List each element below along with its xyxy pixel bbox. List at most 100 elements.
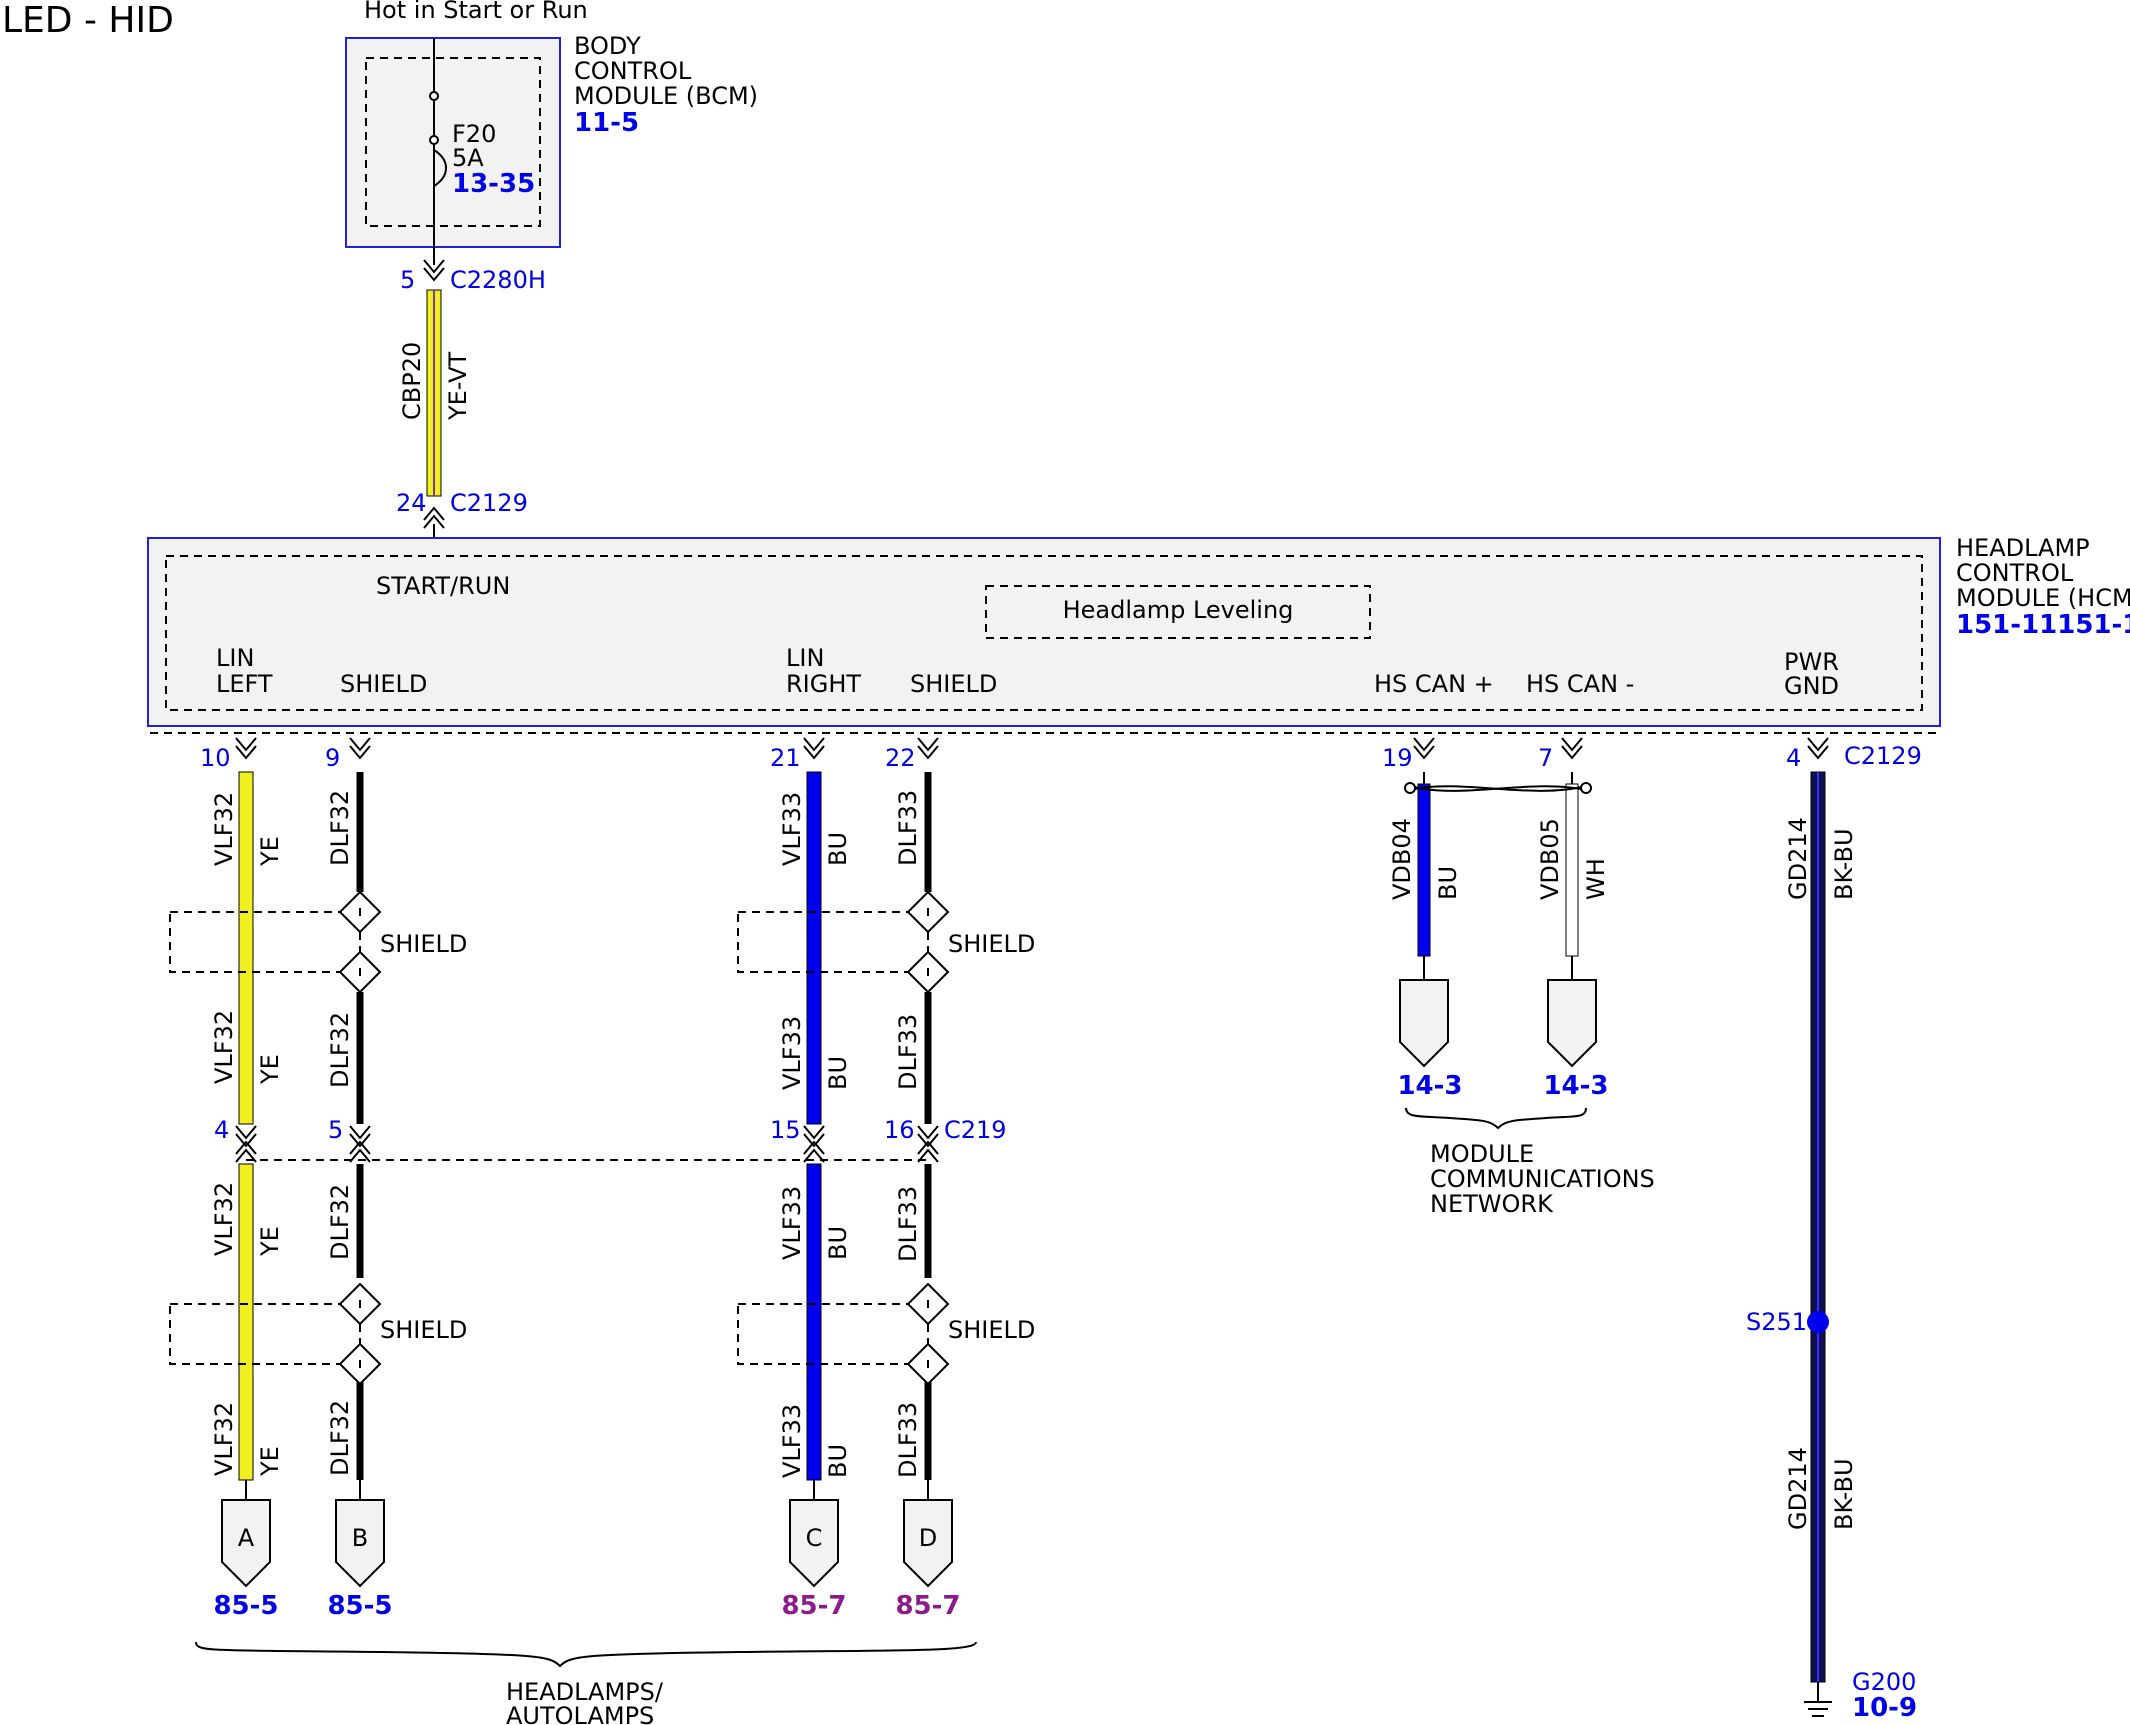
dlf33-label: DLF33 <box>894 1402 922 1478</box>
shield-diamond-icon <box>907 1283 949 1325</box>
can-plus-terminal <box>1399 979 1449 1067</box>
ground-ref[interactable]: 10-9 <box>1852 1693 1917 1723</box>
shield-2-label: SHIELD <box>910 670 997 698</box>
shield-left-lower-label: SHIELD <box>380 1316 467 1344</box>
bkbu-label: BK-BU <box>1830 828 1858 900</box>
shield-right-lower-label: SHIELD <box>948 1316 1035 1344</box>
bcm-inner-box <box>365 57 541 227</box>
lin-left-1: LIN <box>216 644 254 672</box>
c219-label: C219 <box>944 1116 1007 1144</box>
shield-box-left-upper <box>169 911 361 973</box>
shield-left-upper-label: SHIELD <box>380 930 467 958</box>
pin10-label: 10 <box>200 744 231 772</box>
c219-pin5-label: 5 <box>328 1116 343 1144</box>
fuse-symbol <box>433 149 447 187</box>
terminal-b-ref[interactable]: 85-5 <box>327 1591 392 1621</box>
shield-diamond-icon <box>339 891 381 933</box>
terminal-a-ref[interactable]: 85-5 <box>213 1591 278 1621</box>
bu-label: BU <box>824 832 852 866</box>
hcm-inner-box <box>165 555 1923 711</box>
shield-diamond-icon <box>339 951 381 993</box>
gd214-label: GD214 <box>1784 1447 1812 1530</box>
ye-label: YE <box>256 1446 284 1477</box>
can-plus-ref[interactable]: 14-3 <box>1397 1071 1462 1101</box>
lin-left-2: LEFT <box>216 670 273 698</box>
fuse-ref[interactable]: 13-35 <box>452 169 535 199</box>
dlf32-label: DLF32 <box>326 790 354 866</box>
c2129-bottom-label: C2129 <box>1844 742 1922 770</box>
ground-name: G200 <box>1852 1668 1916 1696</box>
twist-left-icon <box>1404 782 1416 794</box>
vlf33-label: VLF33 <box>778 1404 806 1478</box>
shield-diamond-icon <box>339 1283 381 1325</box>
fuse-rating: 5A <box>452 144 484 172</box>
wire-vdb05 <box>1565 783 1579 957</box>
dlf33-label: DLF33 <box>894 1186 922 1262</box>
shield-diamond-icon <box>339 1343 381 1385</box>
shield-diamond-icon <box>907 1343 949 1385</box>
vlf32-label: VLF32 <box>210 792 238 866</box>
wire-vlf33-upper <box>806 771 822 1125</box>
fuse-terminal-top <box>429 91 439 101</box>
ye-label: YE <box>256 1226 284 1257</box>
bu-label: BU <box>824 1444 852 1478</box>
hcm-ref[interactable]: 151-11151-12 <box>1956 610 2130 640</box>
shield-box-right-upper <box>737 911 929 973</box>
bu-label: BU <box>824 1056 852 1090</box>
wire-cbp20-circuit: CBP20 <box>398 342 426 420</box>
headlamps-label-2: AUTOLAMPS <box>506 1702 654 1725</box>
diagram-title: LED - HID <box>2 0 174 41</box>
shield-diamond-icon <box>907 891 949 933</box>
lin-right-2: RIGHT <box>786 670 861 698</box>
terminal-c-label: C <box>806 1524 823 1552</box>
terminal-d-ref[interactable]: 85-7 <box>895 1591 960 1621</box>
shield-right-upper-label: SHIELD <box>948 930 1035 958</box>
start-run-label: START/RUN <box>376 572 510 600</box>
vlf32-label: VLF32 <box>210 1010 238 1084</box>
pin21-label: 21 <box>770 744 801 772</box>
pin19-connector-icon <box>1413 737 1435 759</box>
vlf33-label: VLF33 <box>778 792 806 866</box>
hs-can-minus-label: HS CAN - <box>1526 670 1634 698</box>
lin-right-1: LIN <box>786 644 824 672</box>
vlf32-label: VLF32 <box>210 1182 238 1256</box>
c2280h-label: C2280H <box>450 266 546 294</box>
pin4-connector-icon <box>1807 737 1829 759</box>
terminal-d-label: D <box>919 1524 937 1552</box>
bcm-ref[interactable]: 11-5 <box>574 108 639 138</box>
shield-diamond-icon <box>907 951 949 993</box>
vdb05-label: VDB05 <box>1536 818 1564 900</box>
shield-box-left-lower <box>169 1303 361 1365</box>
pin7-connector-icon <box>1561 737 1583 759</box>
c2129-top-label: C2129 <box>450 489 528 517</box>
hcm-name-3: MODULE (HCM) <box>1956 584 2130 612</box>
can-minus-terminal <box>1547 979 1597 1067</box>
bcm-name-2: CONTROL <box>574 57 692 85</box>
terminal-a-label: A <box>238 1524 255 1552</box>
vdb04-color-label: BU <box>1434 866 1462 900</box>
vlf33-label: VLF33 <box>778 1016 806 1090</box>
c2129-top-pin: 24 <box>396 489 427 517</box>
terminal-c-ref[interactable]: 85-7 <box>781 1591 846 1621</box>
hs-can-plus-label: HS CAN + <box>1374 670 1494 698</box>
can-minus-ref[interactable]: 14-3 <box>1543 1071 1608 1101</box>
bu-label: BU <box>824 1226 852 1260</box>
c2280h-pin: 5 <box>400 266 415 294</box>
ye-label: YE <box>256 1054 284 1085</box>
pin22-connector-icon <box>917 737 939 759</box>
pin7-label: 7 <box>1538 744 1553 772</box>
bcm-box <box>345 37 561 248</box>
twist-right-icon <box>1580 782 1592 794</box>
dlf33-label: DLF33 <box>894 790 922 866</box>
shield-1-label: SHIELD <box>340 670 427 698</box>
fuse-terminal-bottom <box>429 135 439 145</box>
pwr-gnd-2: GND <box>1784 672 1839 700</box>
mcn-label-2: COMMUNICATIONS <box>1430 1165 1655 1193</box>
fuse-name: F20 <box>452 120 496 148</box>
c219-pin16-label: 16 <box>884 1116 915 1144</box>
mcn-brace <box>1405 1107 1587 1130</box>
vlf33-label: VLF33 <box>778 1186 806 1260</box>
gd214-label: GD214 <box>1784 817 1812 900</box>
bkbu-label: BK-BU <box>1830 1458 1858 1530</box>
